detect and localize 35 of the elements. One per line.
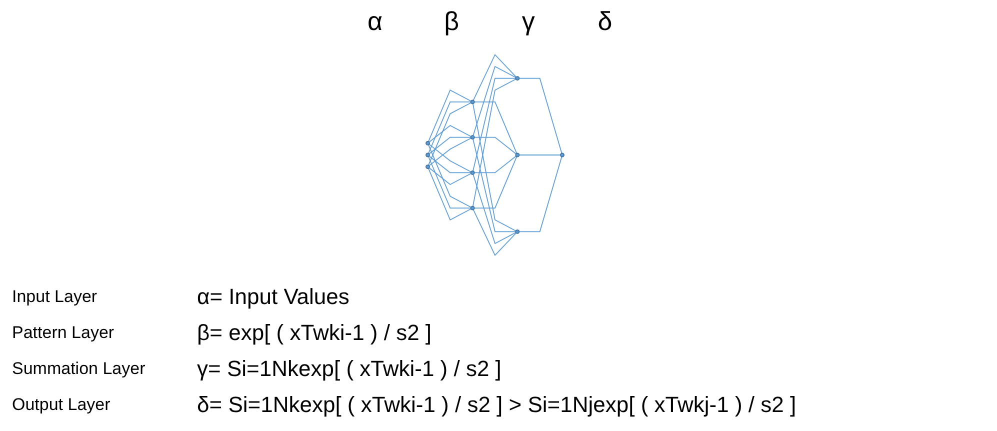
connector bbox=[428, 156, 472, 174]
layer-name: Output Layer bbox=[12, 394, 112, 416]
connector bbox=[474, 156, 518, 209]
connector bbox=[472, 138, 516, 232]
connector bbox=[428, 101, 472, 154]
connector bbox=[428, 144, 472, 172]
connector bbox=[518, 78, 562, 154]
layer-name: Input Layer bbox=[12, 286, 98, 308]
connector bbox=[474, 101, 518, 154]
layer-symbol: α bbox=[366, 6, 384, 37]
connector bbox=[474, 156, 516, 174]
connector bbox=[472, 66, 516, 136]
connector bbox=[428, 90, 472, 142]
connector bbox=[472, 103, 516, 232]
connector bbox=[428, 168, 472, 220]
connector bbox=[428, 156, 472, 209]
layer-symbol: γ bbox=[520, 6, 536, 37]
connector bbox=[518, 156, 562, 232]
layer-name: Pattern Layer bbox=[12, 322, 116, 344]
connector bbox=[428, 144, 472, 208]
connector bbox=[428, 138, 472, 166]
connector bbox=[428, 136, 472, 154]
connector bbox=[428, 102, 472, 166]
connector bbox=[474, 136, 516, 154]
layer-formula: δ= Si=1Nkexp[ ( xTwki-1 ) / s2 ] > Si=1Njexp[ ( xTwkj-1 ) / s2 ] bbox=[197, 391, 796, 419]
layer-formula: γ= Si=1Nkexp[ ( xTwki-1 ) / s2 ] bbox=[197, 355, 502, 383]
connector bbox=[518, 154, 561, 156]
layer-formula: α= Input Values bbox=[197, 283, 350, 311]
connector bbox=[472, 78, 516, 207]
connector bbox=[472, 78, 516, 172]
layer-symbol: δ bbox=[596, 6, 614, 37]
connector bbox=[472, 174, 516, 244]
layer-name: Summation Layer bbox=[12, 358, 146, 380]
layer-formula: β= exp[ ( xTwki-1 ) / s2 ] bbox=[197, 319, 433, 347]
layer-symbol: β bbox=[443, 6, 460, 37]
